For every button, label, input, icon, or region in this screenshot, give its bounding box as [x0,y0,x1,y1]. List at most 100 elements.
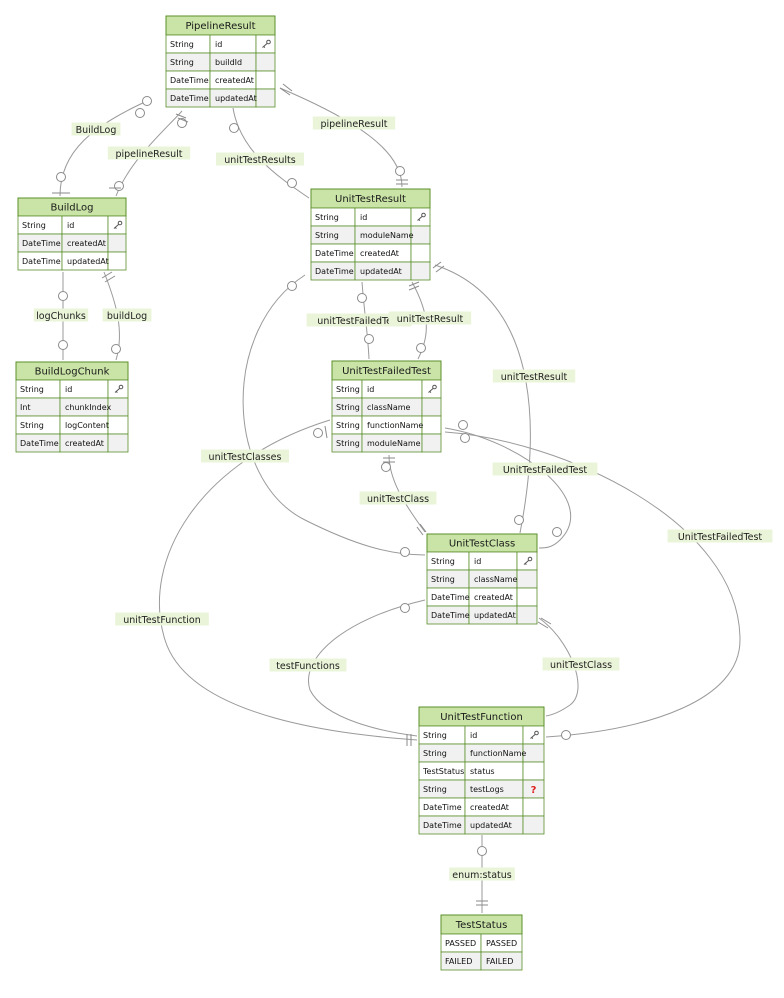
attribute-name: id [367,385,374,394]
attribute-type: String [170,58,194,67]
attribute-type: String [170,40,194,49]
unit-test-failed-test-row: String moduleName [331,433,442,453]
one-marker-icon [435,265,445,273]
relationship-label-text: unitTestResult [397,314,464,325]
unit-test-failed-test-title: UnitTestFailedTest [342,366,431,377]
relationship-label-text: unitTestFunction [123,615,201,626]
attribute-name: status [470,767,495,776]
attribute-name: functionName [367,421,423,430]
zero-marker-icon [460,433,470,443]
relationship-label-text: pipelineResult [320,119,387,130]
relationship-line-r4 [279,87,403,188]
pipeline-result-row: String id [165,34,276,54]
attribute-name: logContent [65,421,109,430]
zero-marker-icon [416,343,426,353]
relationship-line-r14 [158,419,418,741]
zero-marker-icon [58,291,68,301]
zero-marker-icon [135,108,145,118]
relationship-label-text: unitTestClass [367,494,429,505]
zero-marker-icon [111,344,121,354]
attribute-name: createdAt [67,239,106,248]
relationship-label-text: logChunks [36,311,86,322]
attribute-name: updatedAt [215,94,257,103]
relationship-label-unit-test-class: unitTestClass [542,657,620,671]
attribute-name: id [470,731,477,740]
zero-marker-icon [287,281,297,291]
zero-marker-icon [357,293,367,303]
zero-marker-icon [381,462,391,472]
attribute-name: createdAt [215,76,254,85]
primary-key-icon [523,556,533,565]
attribute-name: createdAt [360,249,399,258]
one-marker-icon [177,117,189,123]
unit-test-class-row: String className [426,569,538,589]
attribute-name: className [474,575,518,584]
unit-test-result-row: DateTime createdAt [310,243,431,263]
attribute-type: String [423,731,447,740]
attribute-name: updatedAt [474,611,516,620]
attribute-name: id [360,213,367,222]
primary-key-icon [114,384,124,393]
zero-marker-icon [400,603,410,613]
zero-marker-icon [142,96,152,106]
attribute-name: buildId [215,58,242,67]
attribute-name: FAILED [486,957,513,966]
one-marker-icon [540,617,552,625]
one-marker-icon [104,275,116,283]
attribute-type: DateTime [315,249,354,258]
attribute-name: id [67,221,74,230]
zero-marker-icon [552,527,562,537]
relationship-line-r15 [308,599,426,737]
attribute-type: DateTime [423,821,462,830]
relationship-label-unit-test-class: unitTestClass [359,491,437,505]
relationship-label-text: BuildLog [76,125,117,136]
one-marker-icon [419,523,427,533]
zero-marker-icon [561,730,571,740]
relationship-label-build-log: buildLog [102,308,152,322]
one-marker-icon [408,281,420,287]
attribute-name: createdAt [470,803,509,812]
build-log-row: DateTime updatedAt [17,251,127,271]
relationship-line-r13 [444,431,741,738]
unit-test-function-title: UnitTestFunction [440,712,523,723]
zero-marker-icon [395,166,405,176]
one-marker-icon [432,261,442,269]
one-marker-icon [416,526,424,536]
zero-marker-icon [56,172,66,182]
relationship-label-unit-test-failed-test: unitTestFailedTest [306,313,412,327]
attribute-type: String [423,749,447,758]
pipeline-result-title: PipelineResult [185,21,255,32]
attribute-name: id [65,385,72,394]
relationship-label-unit-test-result: unitTestResult [388,311,472,325]
zero-marker-icon [114,181,124,191]
zero-marker-icon [58,340,68,350]
attribute-name: moduleName [367,439,421,448]
primary-key-icon [530,730,539,739]
zero-marker-icon [364,334,374,344]
attribute-name: updatedAt [67,257,109,266]
attribute-type: String [336,439,360,448]
attribute-type: DateTime [20,439,59,448]
relationship-line-r12 [444,427,572,549]
attribute-name: id [215,40,222,49]
attribute-name: moduleName [360,231,414,240]
attribute-type: DateTime [431,611,470,620]
attribute-type: DateTime [22,257,61,266]
attribute-name: chunkIndex [65,403,112,412]
attribute-type: String [431,575,455,584]
